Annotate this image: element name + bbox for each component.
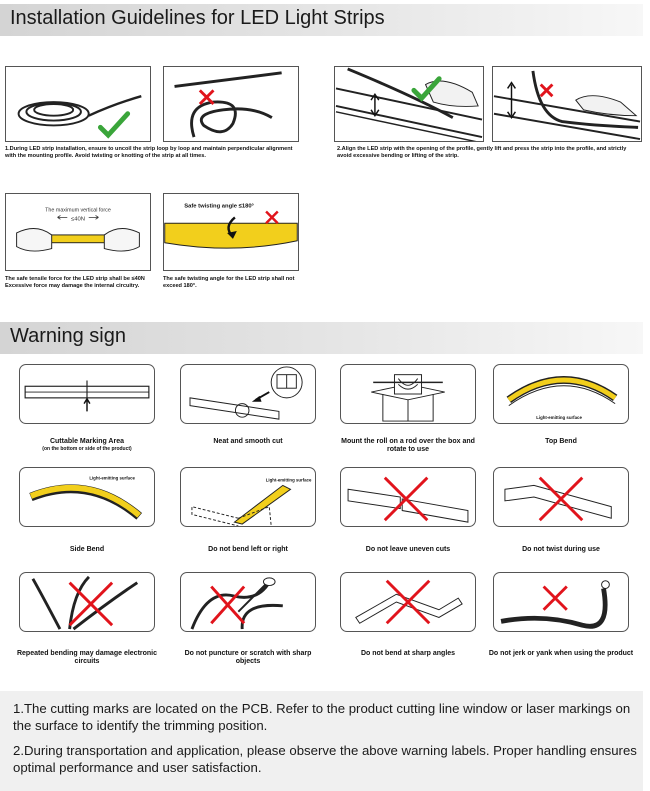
surface-label-4: Light-emitting surface — [536, 415, 582, 420]
installation-title: Installation Guidelines for LED Light St… — [10, 7, 385, 29]
warning-caption-9: Repeated bending may damage electronic c… — [16, 650, 158, 665]
installation-banner: Installation Guidelines for LED Light St… — [0, 4, 643, 36]
cross-icon — [68, 581, 114, 627]
notes-box: 1.The cutting marks are located on the P… — [0, 691, 643, 791]
warning-card-7 — [340, 467, 476, 527]
lift-wrong-panel — [492, 66, 642, 142]
warning-card-1 — [19, 364, 155, 424]
warning-caption-3: Mount the roll on a rod over the box and… — [341, 438, 475, 453]
warning-caption-12: Do not jerk or yank when using the produ… — [488, 650, 634, 657]
cross-icon — [539, 83, 554, 98]
warning-card-10 — [180, 572, 316, 632]
arrow-icon — [57, 215, 99, 220]
check-icon — [411, 76, 442, 102]
warning-caption-2: Neat and smooth cut — [213, 438, 283, 445]
warning-caption-8: Do not twist during use — [522, 546, 600, 553]
warning-card-9 — [19, 572, 155, 632]
warning-card-4: Light-emitting surface — [493, 364, 629, 424]
warning-card-12 — [493, 572, 629, 632]
cross-icon — [210, 585, 246, 625]
step2-caption: 2.Align the LED strip with the opening o… — [337, 146, 627, 160]
cross-icon — [198, 89, 215, 106]
cross-icon — [385, 579, 431, 625]
warning-caption-7: Do not leave uneven cuts — [365, 546, 451, 553]
note-1: 1.The cutting marks are located on the P… — [13, 701, 631, 733]
warning-card-2 — [180, 364, 316, 424]
knot-wrong-panel — [163, 66, 299, 142]
twist-caption: The safe twisting angle for the LED stri… — [163, 276, 295, 290]
warning-card-8 — [493, 467, 629, 527]
warning-card-11 — [340, 572, 476, 632]
warning-card-5: Light-emitting surface — [19, 467, 155, 527]
twist-angle-panel: Safe twisting angle ≤180° — [163, 193, 299, 271]
cross-icon — [265, 210, 279, 225]
warning-card-6: Light-emitting surface — [180, 467, 316, 527]
warning-caption-1: Cuttable Marking Area (on the bottom or … — [42, 438, 132, 452]
cross-icon — [542, 585, 568, 611]
force-label: The maximum vertical force — [45, 208, 111, 214]
surface-label-6: Light-emitting surface — [266, 478, 312, 483]
warning-caption-6: Do not bend left or right — [208, 546, 288, 553]
warning-caption-4: Top Bend — [545, 438, 577, 445]
note-2: 2.During transportation and application,… — [13, 743, 637, 775]
tensile-force-panel: The maximum vertical force ≤40N — [5, 193, 151, 271]
twist-label: Safe twisting angle ≤180° — [184, 204, 254, 210]
force-value: ≤40N — [71, 216, 85, 222]
warning-card-3 — [340, 364, 476, 424]
warning-banner: Warning sign — [0, 322, 643, 354]
warning-caption-5: Side Bend — [69, 546, 105, 553]
check-icon — [97, 111, 131, 139]
warning-caption-11: Do not bend at sharp angles — [360, 650, 456, 657]
uncoil-correct-panel — [5, 66, 151, 142]
step1-caption: 1.During LED strip installation, ensure … — [5, 146, 293, 160]
cross-icon — [538, 476, 584, 522]
force-caption: The safe tensile force for the LED strip… — [5, 276, 145, 290]
warning-caption-10: Do not puncture or scratch with sharp ob… — [184, 650, 312, 665]
cross-icon — [383, 476, 429, 522]
warning-title: Warning sign — [10, 325, 126, 347]
surface-label-5: Light-emitting surface — [89, 476, 135, 481]
align-correct-panel — [334, 66, 484, 142]
